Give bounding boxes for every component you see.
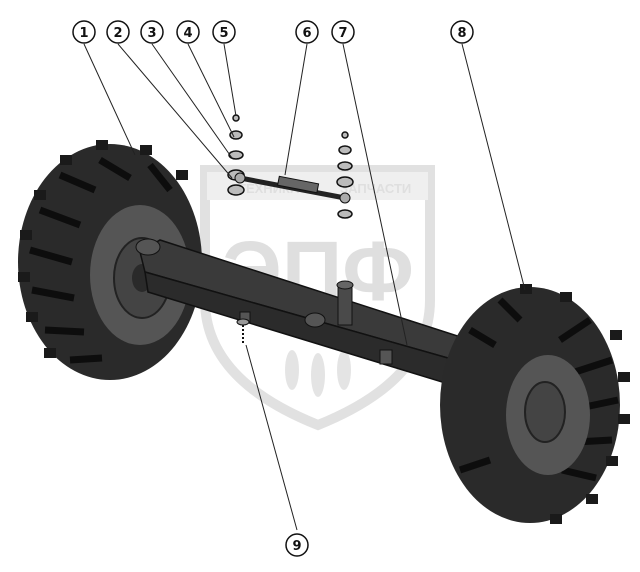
callout-8-label: 8: [457, 26, 466, 41]
callout-6: 6: [295, 20, 319, 44]
leader-lines: [83, 43, 526, 531]
leader-4: [187, 43, 235, 138]
callout-1-label: 1: [79, 26, 88, 41]
exploded-washers-right: [336, 131, 354, 219]
watermark-word-right: ЗАПЧАСТИ: [340, 181, 411, 196]
right-wheel: [440, 284, 630, 524]
part-4-washer: [229, 130, 243, 140]
center-bushing: [304, 312, 326, 328]
center-pivot-pin: [337, 284, 353, 326]
center-pivot-cap: [336, 280, 354, 290]
leader-7: [342, 43, 408, 346]
left-tire-tread: [29, 156, 173, 364]
callout-9-label: 9: [292, 539, 301, 554]
callout-5-label: 5: [219, 26, 228, 41]
callout-8: 8: [450, 20, 474, 44]
callout-5: 5: [212, 20, 236, 44]
leader-8: [461, 43, 526, 291]
leader-5: [223, 43, 237, 117]
callout-2-label: 2: [113, 26, 122, 41]
callout-4: 4: [176, 20, 200, 44]
part-9-bolt: [236, 318, 250, 345]
leader-3: [151, 43, 233, 159]
leader-9: [245, 344, 298, 531]
right-hub: [524, 381, 566, 443]
callout-9: 9: [285, 533, 309, 557]
callout-4-label: 4: [183, 26, 192, 41]
callout-1: 1: [72, 20, 96, 44]
leader-6: [284, 43, 308, 176]
leader-1: [83, 43, 136, 156]
part-3-washer: [228, 150, 244, 160]
part-6-tie-rod: [234, 172, 351, 204]
leader-2: [117, 43, 233, 179]
callout-2: 2: [106, 20, 130, 44]
callout-3-label: 3: [147, 26, 156, 41]
right-bracket: [379, 349, 393, 365]
part-2-nut-lower: [227, 184, 245, 196]
left-tire-lugs: [18, 140, 188, 358]
watermark: ТЕХНИКА ЗАПЧАСТИ ЭПФ: [200, 165, 435, 431]
callout-3: 3: [140, 20, 164, 44]
left-spindle: [135, 238, 161, 256]
callout-6-label: 6: [302, 26, 311, 41]
right-tire-lugs: [520, 284, 630, 524]
watermark-wheat-ears: [285, 350, 351, 397]
callout-7: 7: [331, 20, 355, 44]
callout-7-label: 7: [338, 26, 347, 41]
